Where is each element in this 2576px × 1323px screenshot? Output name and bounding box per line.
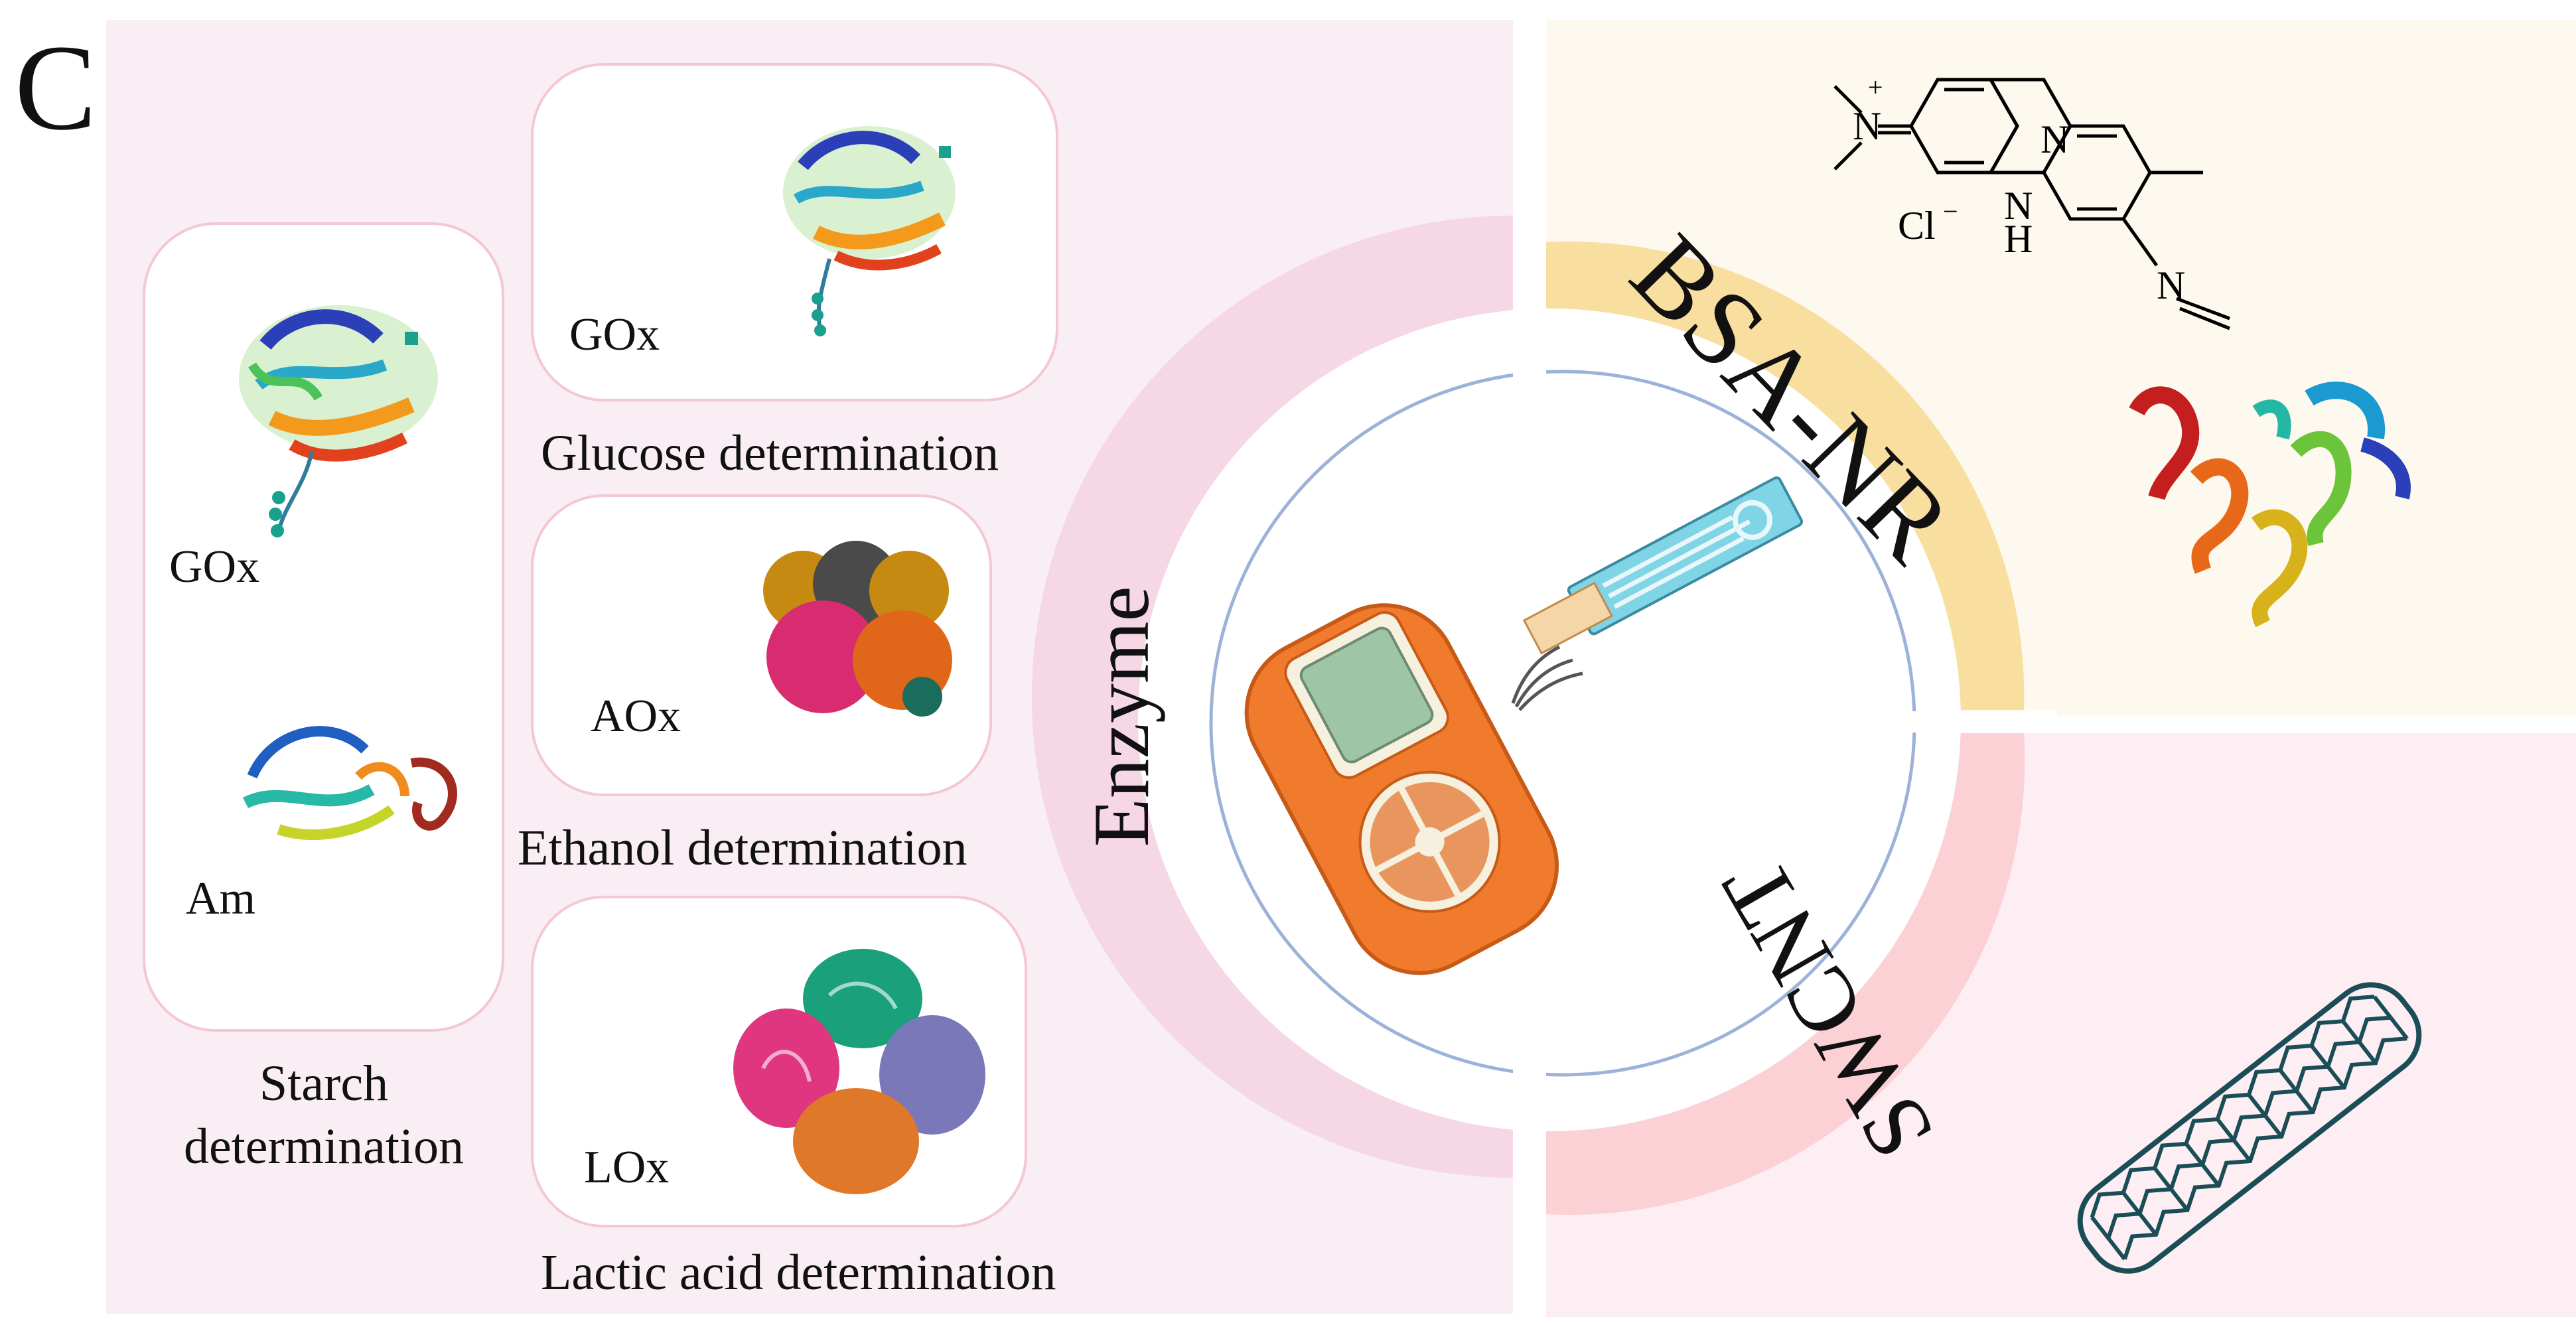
starch-enzyme2-label: Am <box>186 873 255 924</box>
protein-ribbon-icon <box>239 305 438 537</box>
protein-ribbon-icon <box>2129 382 2411 628</box>
structure-iminium-n: N <box>1853 104 1881 148</box>
glucose-enzyme-label: GOx <box>569 309 660 360</box>
structure-nh-n: N <box>2004 184 2033 228</box>
structure-plus: + <box>1868 72 1883 102</box>
starch-caption-line2: determination <box>183 1119 465 1174</box>
panel-label: C <box>15 20 97 156</box>
structure-ring-n: N <box>2040 117 2069 161</box>
enzyme-ring-label: Enzyme <box>1077 586 1165 847</box>
neutral-red-structure-icon: N + N N H Cl − N <box>1833 72 2230 330</box>
protein-ribbon-icon <box>783 126 956 336</box>
protein-ribbon-icon <box>733 949 985 1194</box>
protein-ribbon-icon <box>242 726 457 841</box>
glucometer-device-icon <box>1244 476 1804 975</box>
glucose-card <box>531 63 1058 401</box>
lactic-caption: Lactic acid determination <box>541 1245 1056 1300</box>
protein-surface-icon <box>763 541 952 717</box>
structure-nh-h: H <box>2004 217 2033 261</box>
glucose-caption: Glucose determination <box>541 425 999 481</box>
structure-counter-ion-charge: − <box>1943 196 1958 226</box>
starch-enzyme1-label: GOx <box>169 541 260 592</box>
ethanol-enzyme-label: AOx <box>591 691 681 742</box>
structure-imine-n: N <box>2157 263 2185 307</box>
structure-counter-ion: Cl <box>1898 204 1936 247</box>
starch-caption-line1: Starch <box>259 1056 389 1111</box>
lactic-enzyme-label: LOx <box>584 1142 670 1193</box>
nanotube-icon <box>2077 982 2422 1274</box>
ethanol-caption: Ethanol determination <box>518 820 967 876</box>
